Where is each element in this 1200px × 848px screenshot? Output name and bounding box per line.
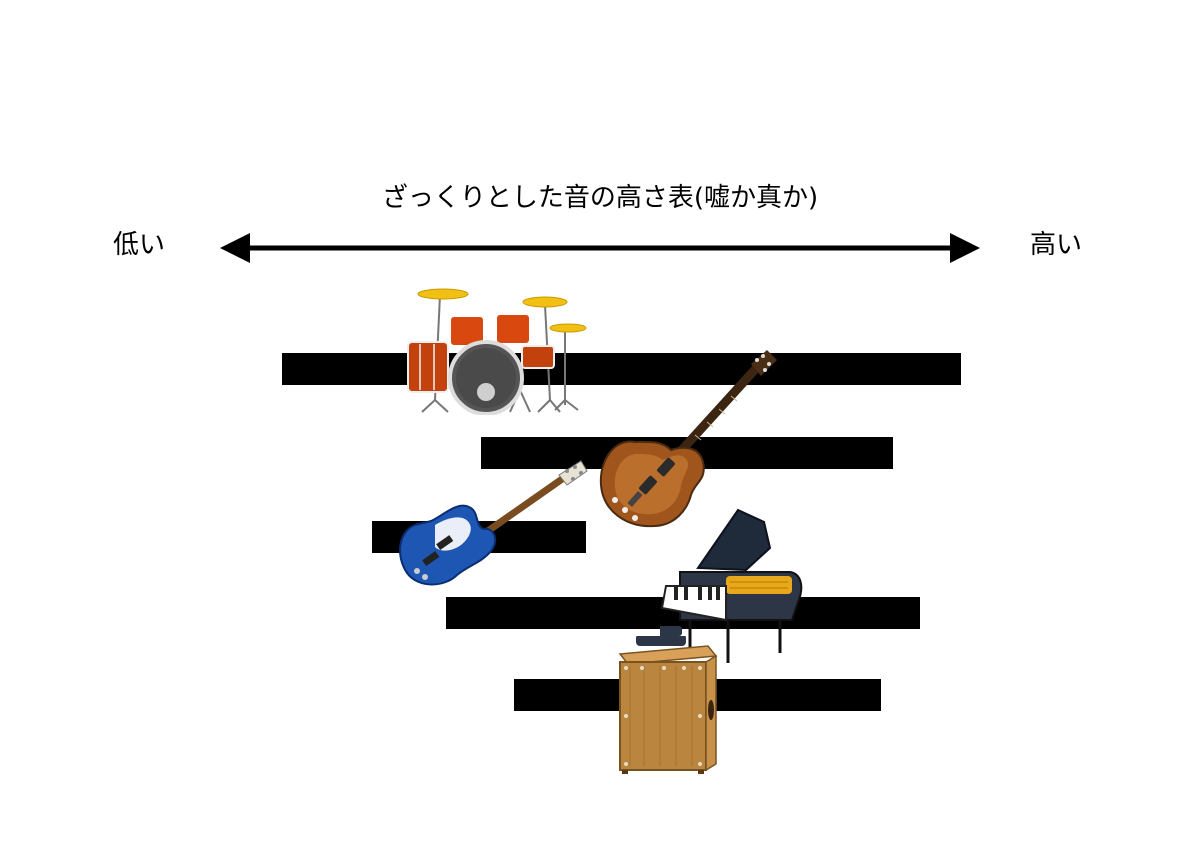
piano-icon xyxy=(660,508,803,663)
low-pitch-label: 低い xyxy=(113,230,166,260)
high-pitch-label: 高い xyxy=(1030,230,1083,260)
cajon-icon xyxy=(618,636,718,774)
arrow-head-left xyxy=(220,233,250,263)
pitch-arrow xyxy=(220,233,980,263)
guitar-icon xyxy=(599,350,777,528)
drums-range-bar xyxy=(282,353,961,385)
diagram-title: ざっくりとした音の高さ表(嘘か真か) xyxy=(381,183,819,213)
arrow-head-right xyxy=(950,233,980,263)
drums-icon xyxy=(407,288,587,415)
bass-icon xyxy=(399,460,588,586)
